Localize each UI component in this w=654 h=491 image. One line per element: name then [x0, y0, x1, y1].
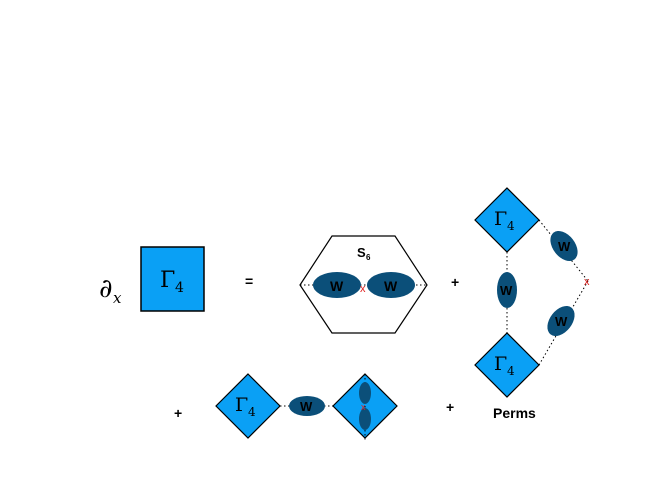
plus-sign: +: [446, 399, 454, 415]
w-ellipse-inner-bottom: [359, 408, 371, 430]
triangle-upper-line: [538, 219, 589, 282]
lhs-gamma-subscript: 4: [175, 280, 184, 296]
w-ellipse-bottom: [289, 396, 325, 416]
perms-label: Perms: [493, 405, 536, 421]
gamma-label: Γ: [494, 208, 507, 230]
derivative-symbol: ∂: [99, 274, 112, 304]
w-ellipse-upper: [550, 230, 578, 262]
w-label: W: [384, 278, 398, 294]
derivative-subscript: x: [113, 289, 122, 307]
lhs-gamma4-square: [140, 246, 205, 312]
gamma4-diamond-left: [215, 373, 281, 439]
equals-sign: =: [245, 273, 253, 289]
gamma-label: Γ: [494, 353, 507, 375]
w-ellipse-vertical: [497, 272, 517, 308]
gamma-subscript: 4: [507, 219, 515, 233]
s6-label: S: [357, 245, 366, 260]
lhs-gamma-label: Γ: [160, 268, 175, 293]
gamma-subscript: 4: [248, 405, 256, 419]
w-label: W: [555, 314, 568, 329]
gamma-subscript: 4: [507, 364, 515, 378]
w-label: W: [500, 283, 513, 298]
gamma-label: Γ: [235, 394, 248, 416]
w-ellipse-lower: [547, 305, 575, 337]
w-label: W: [300, 399, 313, 414]
plus-sign: +: [174, 405, 182, 421]
w-ellipse-right: [367, 272, 415, 298]
cross-marker: x: [360, 283, 366, 295]
w-ellipse-inner-top: [359, 382, 371, 404]
gamma4-diamond-bottom: [474, 332, 540, 398]
plus-sign: +: [451, 274, 459, 290]
w-ellipse-left: [313, 272, 361, 298]
s6-hexagon: [299, 235, 428, 334]
cross-marker: x: [361, 402, 366, 412]
s6-subscript: 6: [366, 253, 371, 262]
cross-marker: x: [584, 276, 590, 288]
w-label: W: [558, 239, 571, 254]
w-label: W: [330, 278, 344, 294]
